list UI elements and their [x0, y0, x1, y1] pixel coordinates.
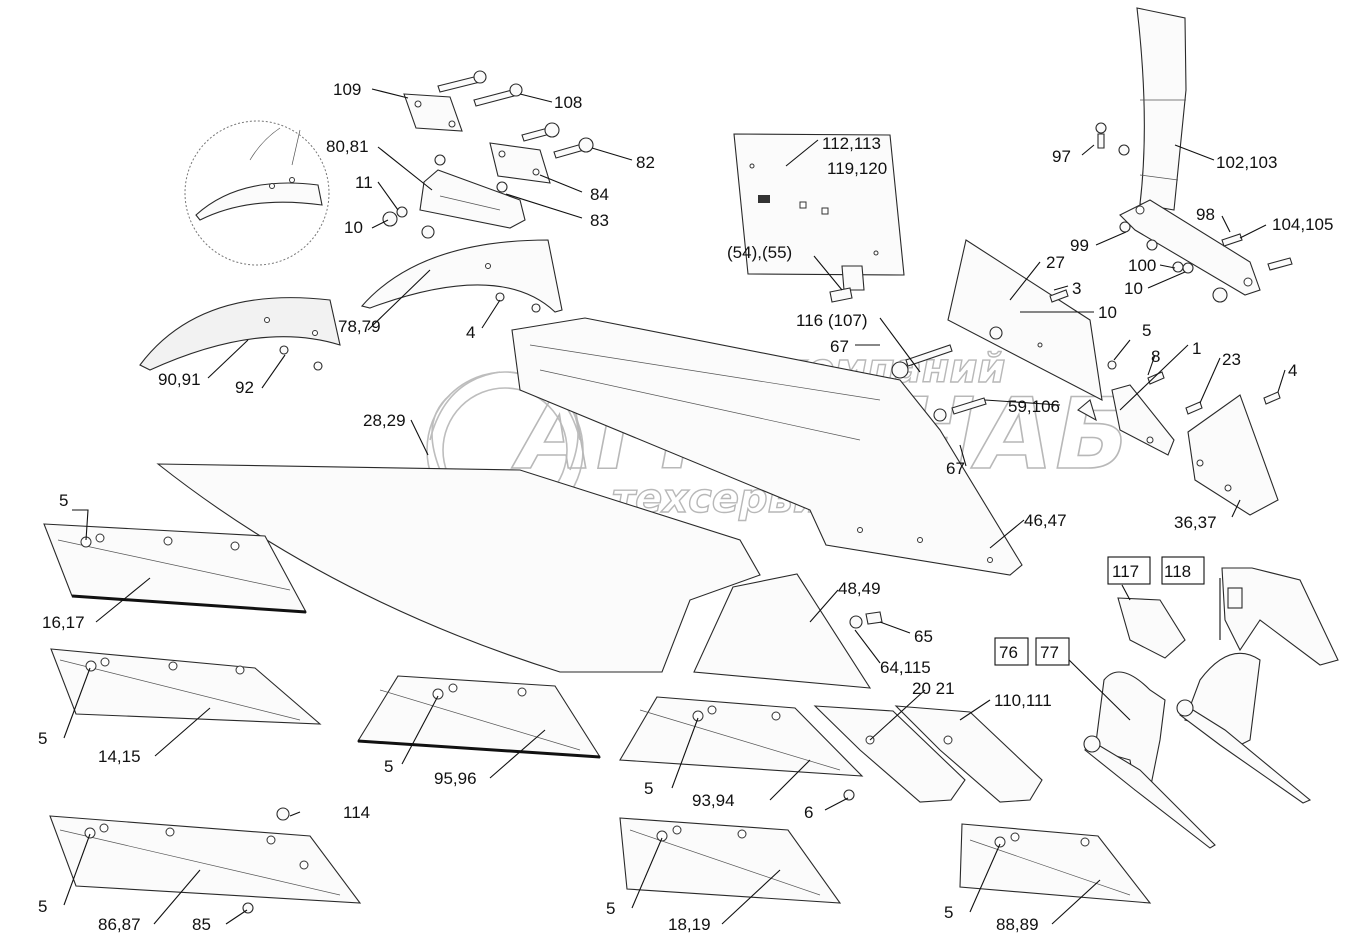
- label-102-103: 102,103: [1216, 153, 1277, 172]
- label-4-a: 4: [466, 323, 475, 342]
- share-95-96: [357, 675, 602, 759]
- boxed-label-frames: [994, 556, 1205, 666]
- label-78-79: 78,79: [338, 317, 381, 336]
- label-119-120: 119,120: [827, 159, 887, 178]
- label-110-111: 110,111: [994, 691, 1052, 710]
- label-86-87: 86,87: [98, 915, 141, 934]
- shin-78-79: [360, 239, 563, 313]
- label-5-a: 5: [1142, 321, 1151, 340]
- label-28-29: 28,29: [363, 411, 406, 430]
- label-5-c: 5: [38, 729, 47, 748]
- label-99: 99: [1070, 236, 1089, 255]
- label-116-107: 116 (107): [796, 311, 868, 330]
- shin-90-91: [139, 297, 341, 371]
- detail-circle: [184, 120, 330, 266]
- moldboard-28-29: [156, 463, 761, 673]
- plate-112-113: [733, 133, 905, 303]
- share-14-15: [50, 648, 322, 725]
- label-98: 98: [1196, 205, 1215, 224]
- label-3: 3: [1072, 279, 1081, 298]
- label-46-47: 46,47: [1024, 511, 1067, 530]
- label-10-b: 10: [1124, 279, 1143, 298]
- label-93-94: 93,94: [692, 791, 735, 810]
- label-67-b: 67: [946, 459, 965, 478]
- strut-102-103: [1095, 7, 1293, 303]
- label-5-b: 5: [59, 491, 68, 510]
- share-18-19: [619, 817, 842, 904]
- frame-46-47: [511, 317, 1023, 576]
- label-82: 82: [636, 153, 655, 172]
- label-77: 77: [1040, 643, 1059, 662]
- label-36-37: 36,37: [1174, 513, 1217, 532]
- label-67-a: 67: [830, 337, 849, 356]
- label-1: 1: [1192, 339, 1201, 358]
- label-108: 108: [554, 93, 582, 112]
- leader-lines: [63, 88, 1286, 925]
- label-16-17: 16,17: [42, 613, 85, 632]
- label-64-115: 64,115: [880, 658, 931, 677]
- label-88-89: 88,89: [996, 915, 1039, 934]
- label-65: 65: [914, 627, 933, 646]
- callout-labels: 109 108 80,81 82 11 84 10 83 112,113 119…: [38, 80, 1333, 934]
- label-11: 11: [355, 173, 373, 192]
- label-14-15: 14,15: [98, 747, 141, 766]
- label-54-55: (54),(55): [727, 243, 792, 262]
- share-16-17: [43, 523, 307, 614]
- label-117: 117: [1112, 562, 1139, 581]
- label-10-a: 10: [344, 218, 363, 237]
- label-5-g: 5: [606, 899, 615, 918]
- share-93-94: [619, 696, 864, 777]
- label-90-91: 90,91: [158, 370, 201, 389]
- label-76: 76: [999, 643, 1018, 662]
- label-23: 23: [1222, 350, 1241, 369]
- label-97: 97: [1052, 147, 1071, 166]
- label-5-e: 5: [644, 779, 653, 798]
- plate-27: [947, 239, 1103, 401]
- share-88-89: [959, 823, 1152, 904]
- label-4-b: 4: [1288, 361, 1297, 380]
- label-85: 85: [192, 915, 211, 934]
- label-8: 8: [1151, 347, 1160, 366]
- label-59-106: 59,106: [1008, 397, 1060, 416]
- label-100: 100: [1128, 256, 1156, 275]
- plate-109: [403, 70, 523, 132]
- label-84: 84: [590, 185, 609, 204]
- label-104-105: 104,105: [1272, 215, 1333, 234]
- label-112-113: 112,113: [822, 134, 881, 153]
- label-20-21: 20 21: [912, 679, 955, 698]
- bracket-assembly: [382, 122, 594, 239]
- label-5-d: 5: [384, 757, 393, 776]
- label-80-81: 80,81: [326, 137, 369, 156]
- label-95-96: 95,96: [434, 769, 477, 788]
- label-118: 118: [1164, 562, 1191, 581]
- bracket-1-23: [1077, 360, 1281, 516]
- label-5-f: 5: [38, 897, 47, 916]
- share-86-87: [49, 807, 362, 914]
- label-83: 83: [590, 211, 609, 230]
- tine-assemblies: [1083, 567, 1339, 849]
- plate-48-49: [693, 573, 883, 689]
- label-109: 109: [333, 80, 361, 99]
- label-18-19: 18,19: [668, 915, 711, 934]
- label-6: 6: [804, 803, 813, 822]
- label-10-c: 10: [1098, 303, 1117, 322]
- label-48-49: 48,49: [838, 579, 881, 598]
- points-20-21-110-111: [813, 705, 1043, 803]
- label-27: 27: [1046, 253, 1065, 272]
- label-5-h: 5: [944, 903, 953, 922]
- label-92: 92: [235, 378, 254, 397]
- label-114: 114: [343, 803, 370, 822]
